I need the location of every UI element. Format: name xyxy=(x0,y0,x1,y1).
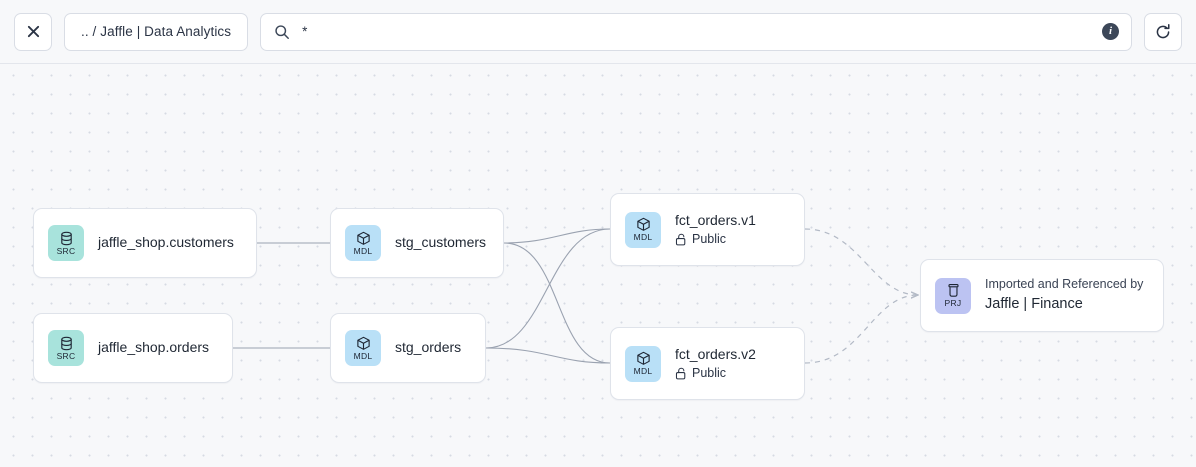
edge-stg-customers-to-v2 xyxy=(503,242,611,364)
node-visibility: Public xyxy=(675,232,756,247)
node-pretitle: Imported and Referenced by xyxy=(985,277,1144,292)
badge-mdl: MDL xyxy=(345,225,381,261)
edge-stg-orders-to-v2 xyxy=(485,347,611,364)
node-project-jaffle-finance[interactable]: PRJ Imported and Referenced by Jaffle | … xyxy=(920,259,1164,332)
cube-icon xyxy=(636,218,650,232)
close-button[interactable] xyxy=(14,12,52,51)
unlock-icon xyxy=(675,233,686,246)
edge-stg-customers-to-v1 xyxy=(503,228,611,244)
node-body: jaffle_shop.orders xyxy=(98,339,209,357)
info-icon[interactable]: i xyxy=(1102,23,1119,40)
search-value: * xyxy=(302,23,308,39)
badge-mdl: MDL xyxy=(625,211,661,248)
unlock-icon xyxy=(675,367,686,380)
cube-icon xyxy=(356,231,370,245)
project-icon xyxy=(947,284,959,298)
badge-label: MDL xyxy=(633,366,653,377)
node-title: fct_orders.v1 xyxy=(675,211,756,228)
edge-stg-orders-to-v1 xyxy=(485,228,611,349)
toolbar: .. / Jaffle | Data Analytics * i xyxy=(0,0,1196,64)
node-body: fct_orders.v1 Public xyxy=(675,212,756,248)
badge-mdl: MDL xyxy=(345,330,381,366)
database-icon xyxy=(60,336,72,351)
node-stg-orders[interactable]: MDL stg_orders xyxy=(330,313,486,383)
node-body: stg_customers xyxy=(395,234,486,252)
breadcrumb: .. / Jaffle | Data Analytics xyxy=(81,24,232,39)
node-fct-orders-v1[interactable]: MDL fct_orders.v1 Public xyxy=(610,193,805,266)
cube-icon xyxy=(356,336,370,350)
node-title: Jaffle | Finance xyxy=(985,296,1083,313)
cube-icon xyxy=(636,352,650,366)
badge-label: MDL xyxy=(353,245,373,256)
node-title: jaffle_shop.customers xyxy=(98,234,234,251)
node-body: stg_orders xyxy=(395,339,461,357)
refresh-icon xyxy=(1156,23,1170,38)
edge-v2-to-project xyxy=(804,295,918,364)
badge-prj: PRJ xyxy=(935,277,971,314)
badge-label: MDL xyxy=(353,350,373,361)
badge-label: SRC xyxy=(56,245,76,256)
node-title: fct_orders.v2 xyxy=(675,345,756,362)
node-visibility-label: Public xyxy=(692,366,727,381)
badge-src: SRC xyxy=(48,330,84,366)
node-title: stg_customers xyxy=(395,234,487,251)
database-icon xyxy=(60,231,72,246)
node-body: jaffle_shop.customers xyxy=(98,234,234,252)
node-jaffle-shop-customers[interactable]: SRC jaffle_shop.customers xyxy=(33,208,257,278)
node-visibility-label: Public xyxy=(692,232,727,247)
node-title: stg_orders xyxy=(395,339,462,356)
node-body: Imported and Referenced by Jaffle | Fina… xyxy=(985,277,1143,313)
badge-label: PRJ xyxy=(944,298,962,309)
search-icon xyxy=(275,24,290,39)
refresh-button[interactable] xyxy=(1144,12,1182,51)
node-title: jaffle_shop.orders xyxy=(98,339,210,356)
graph-canvas[interactable]: SRC jaffle_shop.customers MDL stg_custom… xyxy=(0,64,1196,467)
edge-v1-to-project xyxy=(804,228,918,295)
close-icon xyxy=(27,25,39,38)
node-body: fct_orders.v2 Public xyxy=(675,346,756,382)
breadcrumb-button[interactable]: .. / Jaffle | Data Analytics xyxy=(64,12,249,51)
node-stg-customers[interactable]: MDL stg_customers xyxy=(330,208,504,278)
node-jaffle-shop-orders[interactable]: SRC jaffle_shop.orders xyxy=(33,313,233,383)
node-visibility: Public xyxy=(675,366,756,381)
badge-src: SRC xyxy=(48,225,84,261)
badge-label: MDL xyxy=(633,232,653,243)
badge-mdl: MDL xyxy=(625,345,661,382)
badge-label: SRC xyxy=(56,350,76,361)
node-fct-orders-v2[interactable]: MDL fct_orders.v2 Public xyxy=(610,327,805,400)
search-input[interactable]: * i xyxy=(260,12,1132,51)
